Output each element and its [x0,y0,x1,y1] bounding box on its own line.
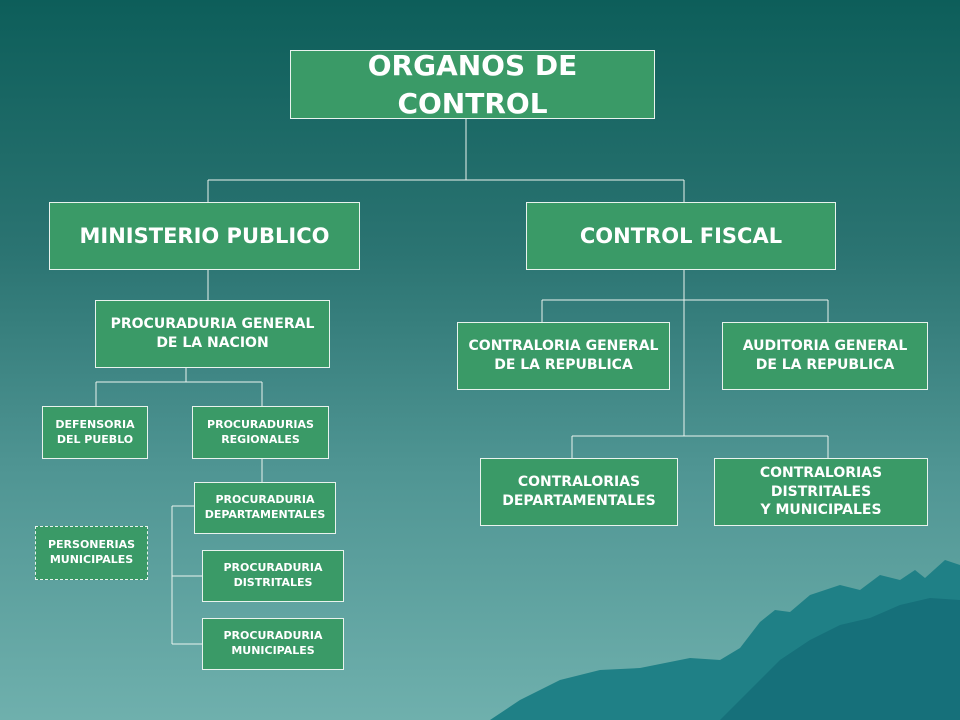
node-personerias-municipales: PERSONERIAS MUNICIPALES [35,526,148,580]
node-procuraduria-municipales: PROCURADURIA MUNICIPALES [202,618,344,670]
node-contralorias-distritales: CONTRALORIAS DISTRITALES Y MUNICIPALES [714,458,928,526]
node-procuraduria-departamentales: PROCURADURIA DEPARTAMENTALES [194,482,336,534]
node-procuraduria-general: PROCURADURIA GENERAL DE LA NACION [95,300,330,368]
connector-procuraduria-general [95,368,263,406]
node-procuraduria-distritales: PROCURADURIA DISTRITALES [202,550,344,602]
node-procuradurias-regionales: PROCURADURIAS REGIONALES [192,406,329,459]
node-auditoria-general: AUDITORIA GENERAL DE LA REPUBLICA [722,322,928,390]
connector-root [207,118,685,202]
node-organos-de-control: ORGANOS DE CONTROL [290,49,655,120]
mountain-shade [720,598,960,720]
node-control-fiscal: CONTROL FISCAL [526,202,836,270]
connector-procuraduria-branch [171,505,202,645]
node-defensoria-del-pueblo: DEFENSORIA DEL PUEBLO [42,406,148,459]
node-contraloria-general: CONTRALORIA GENERAL DE LA REPUBLICA [457,322,670,390]
connector-control-fiscal [541,270,829,458]
node-ministerio-publico: MINISTERIO PUBLICO [49,202,360,270]
node-contralorias-departamentales: CONTRALORIAS DEPARTAMENTALES [480,458,678,526]
